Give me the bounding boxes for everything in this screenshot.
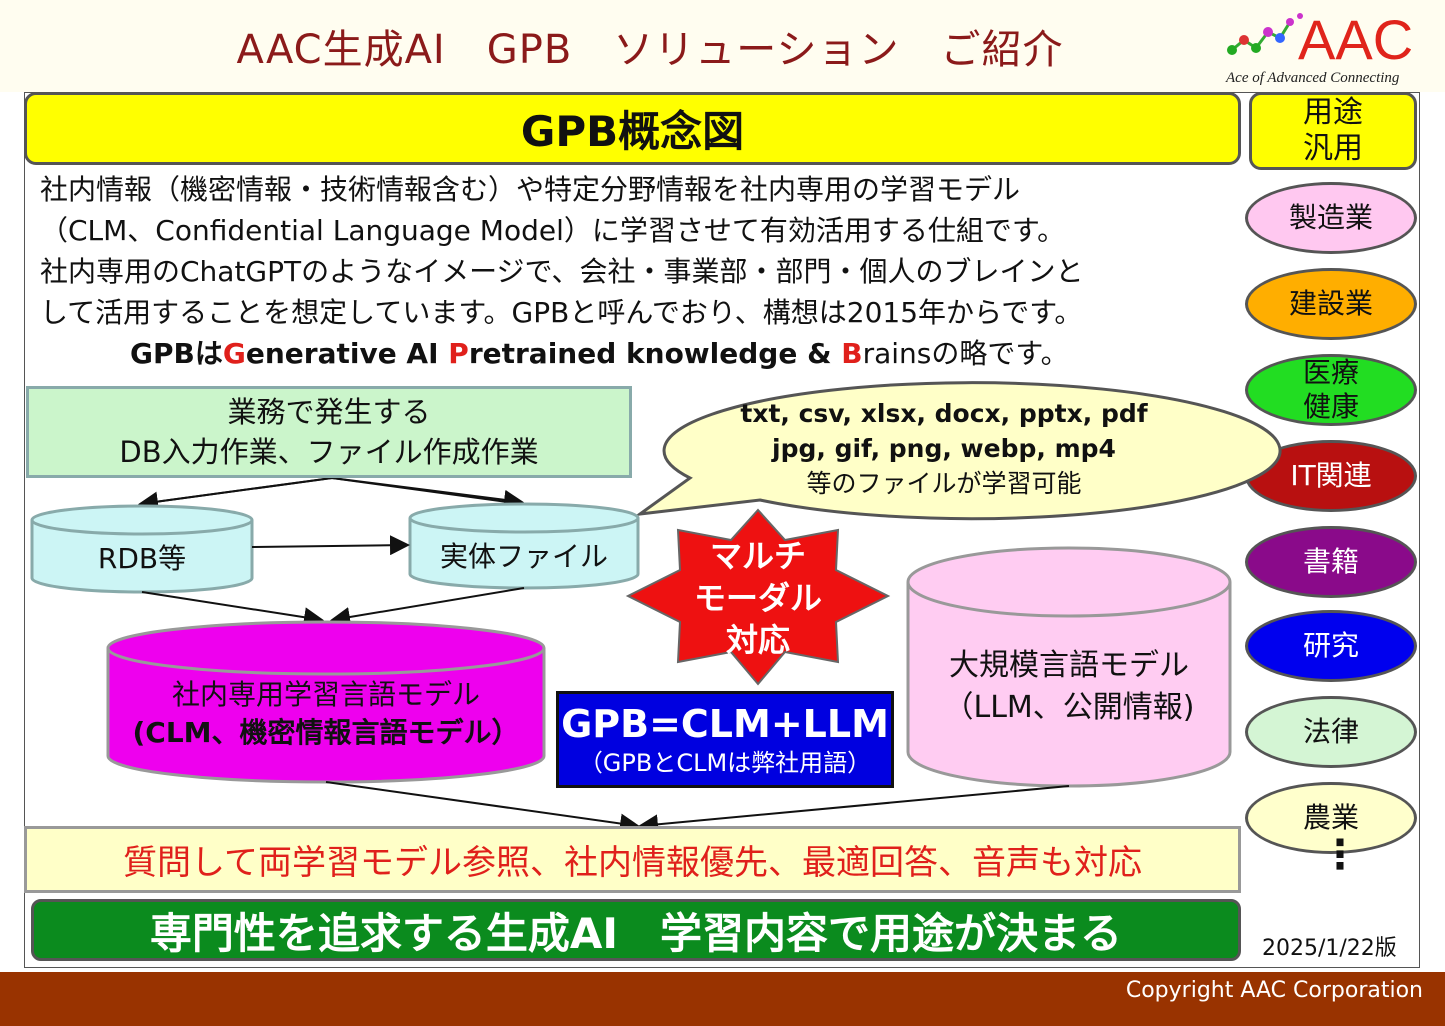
arrow-llm-to-answer — [638, 785, 1070, 835]
multimodal-line-3: 対応 — [725, 620, 790, 659]
generative-ai-text: enerative AI — [245, 337, 449, 370]
gpb-formula-box: GPB=CLM+LLM （GPBとCLMは弊社用語） — [556, 691, 894, 788]
formats-line-2: jpg, gif, png, webp, mp4 — [772, 434, 1116, 463]
gpb-note: （GPBとCLMは弊社用語） — [578, 748, 872, 777]
business-source-box: 業務で発生する DB入力作業、ファイル作成作業 — [26, 386, 632, 478]
llm-label: 大規模言語モデル （LLM、公開情報) — [908, 643, 1230, 731]
version-date: 2025/1/22版 — [1262, 936, 1397, 961]
pretrained-text: retrained knowledge & — [468, 337, 842, 370]
multimodal-label: マルチ モーダル 対応 — [640, 535, 876, 660]
answer-box: 質問して両学習モデル参照、社内情報優先、最適回答、音声も対応 — [24, 826, 1241, 893]
usage-category-line-2: 健康 — [1302, 390, 1359, 423]
network-dots-icon — [1227, 13, 1303, 55]
usage-category-5: 研究 — [1245, 610, 1417, 682]
bottom-banner: 専門性を追求する生成AI 学習内容で用途が決まる — [31, 899, 1241, 961]
description-line-4: して活用することを想定しています。GPBと呼んでおり、構想は2015年からです。 — [40, 296, 1083, 329]
arrow-rdb-to-file — [251, 535, 410, 556]
usage-category-2: 医療健康 — [1245, 354, 1417, 426]
logo-wordmark: AAC — [1298, 8, 1414, 71]
usage-category-7: 農業 — [1245, 782, 1417, 854]
brains-text: rainsの略です。 — [862, 337, 1069, 370]
usage-header-line-1: 用途 — [1303, 95, 1363, 130]
file-formats-bubble — [634, 381, 1282, 521]
llm-line-2: （LLM、公開情報) — [943, 690, 1195, 725]
concept-title: GPB概念図 — [24, 92, 1241, 165]
description-line-3: 社内専用のChatGPTのようなイメージで、会社・事業部・部門・個人のブレインと — [40, 255, 1084, 288]
description-line-2: （CLM、Confidential Language Model）に学習させて有… — [40, 214, 1066, 247]
arrow-file-to-clm — [330, 587, 525, 627]
rdb-label: RDB等 — [97, 542, 187, 575]
letter-b: B — [841, 337, 863, 370]
formats-line-1: txt, csv, xlsx, docx, pptx, pdf — [740, 399, 1148, 428]
business-line-2: DB入力作業、ファイル作成作業 — [119, 435, 539, 469]
business-line-1: 業務で発生する — [227, 395, 431, 429]
aac-logo — [1227, 13, 1303, 55]
footer-band — [0, 972, 1445, 1026]
multimodal-line-2: モーダル — [693, 578, 822, 617]
file-formats-text: txt, csv, xlsx, docx, pptx, pdf jpg, gif… — [690, 396, 1198, 501]
usage-category-6: 法律 — [1245, 696, 1417, 768]
usage-category-1: 建設業 — [1245, 268, 1417, 340]
usage-category-line-1: 医療 — [1302, 356, 1359, 389]
clm-cylinder — [106, 620, 546, 784]
clm-label: 社内専用学習言語モデル (CLM、機密情報言語モデル） — [108, 674, 544, 754]
gpb-formula: GPB=CLM+LLM — [561, 701, 889, 746]
formats-line-3: 等のファイルが学習可能 — [806, 469, 1082, 498]
header-band — [0, 0, 1445, 92]
clm-line-2: (CLM、機密情報言語モデル） — [132, 716, 520, 749]
gpb-prefix: GPBは — [130, 337, 223, 370]
logo-tagline: Ace of Advanced Connecting — [1226, 70, 1400, 86]
clm-line-1: 社内専用学習言語モデル — [171, 678, 480, 711]
more-categories-indicator: ⋮ — [1320, 832, 1360, 878]
file-cylinder — [408, 502, 640, 590]
description-line-5: GPBはGenerative AI Pretrained knowledge &… — [130, 334, 1069, 374]
multimodal-line-1: マルチ — [709, 536, 806, 575]
multimodal-star — [625, 508, 891, 686]
copyright-text: Copyright AAC Corporation — [1125, 978, 1423, 1003]
llm-line-1: 大規模言語モデル — [949, 648, 1189, 683]
usage-header: 用途 汎用 — [1249, 92, 1417, 170]
page-title: AAC生成AI GPB ソリューション ご紹介 — [236, 27, 1064, 73]
letter-p: P — [448, 337, 469, 370]
usage-category-0: 製造業 — [1245, 182, 1417, 254]
letter-g: G — [222, 337, 246, 370]
usage-header-line-2: 汎用 — [1303, 131, 1363, 166]
llm-cylinder — [906, 546, 1232, 788]
usage-category-4: 書籍 — [1245, 526, 1417, 598]
description-line-1: 社内情報（機密情報・技術情報含む）や特定分野情報を社内専用の学習モデル — [40, 173, 1021, 206]
arrow-business-to-stores — [138, 476, 524, 512]
arrow-rdb-to-clm — [141, 591, 324, 628]
arrow-clm-to-answer — [325, 781, 640, 834]
file-label: 実体ファイル — [439, 540, 608, 573]
